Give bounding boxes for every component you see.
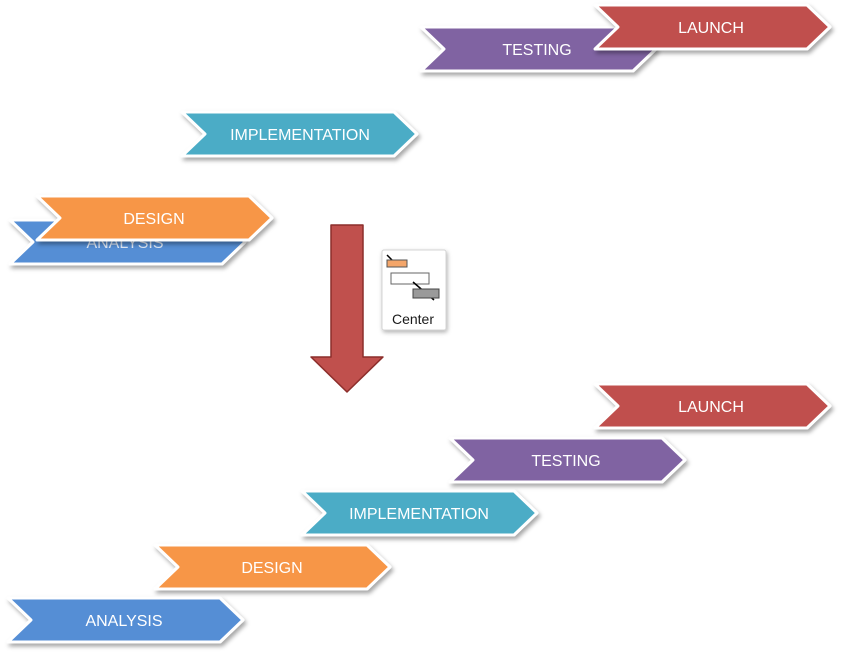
before-launch-chevron	[593, 3, 832, 51]
center-align-icon	[386, 254, 440, 301]
before-design-step[interactable]: DESIGN	[35, 194, 274, 242]
after-launch-label: LAUNCH	[678, 399, 744, 416]
before-implementation-chevron	[180, 110, 419, 158]
center-button-label: Center	[392, 311, 434, 327]
after-implementation-chevron	[300, 489, 539, 537]
before-design-chevron	[35, 194, 274, 242]
before-group: ANALYSIS DESIGN IMPLEMENTATION TESTING L…	[8, 3, 832, 266]
center-button[interactable]: Center	[381, 249, 447, 331]
before-design-label: DESIGN	[123, 211, 184, 228]
before-launch-step[interactable]: LAUNCH	[593, 3, 832, 51]
down-arrow-icon	[310, 224, 384, 393]
after-implementation-step[interactable]: IMPLEMENTATION	[300, 489, 539, 537]
after-design-step[interactable]: DESIGN	[153, 543, 392, 591]
after-group: LAUNCH TESTING IMPLEMENTATION DESIGN ANA…	[6, 382, 832, 644]
after-testing-step[interactable]: TESTING	[448, 436, 687, 484]
after-testing-label: TESTING	[531, 453, 600, 470]
before-testing-label: TESTING	[502, 42, 571, 59]
after-design-chevron	[153, 543, 392, 591]
after-launch-step[interactable]: LAUNCH	[593, 382, 832, 430]
after-analysis-step[interactable]: ANALYSIS	[6, 596, 245, 644]
before-implementation-label: IMPLEMENTATION	[230, 127, 370, 144]
before-implementation-step[interactable]: IMPLEMENTATION	[180, 110, 419, 158]
before-testing-step[interactable]: TESTING	[419, 25, 658, 73]
before-launch-label: LAUNCH	[678, 20, 744, 37]
after-analysis-label: ANALYSIS	[85, 613, 162, 630]
after-launch-chevron	[593, 382, 832, 430]
after-implementation-label: IMPLEMENTATION	[349, 506, 489, 523]
after-design-label: DESIGN	[241, 560, 302, 577]
after-testing-chevron	[448, 436, 687, 484]
after-analysis-chevron	[6, 596, 245, 644]
